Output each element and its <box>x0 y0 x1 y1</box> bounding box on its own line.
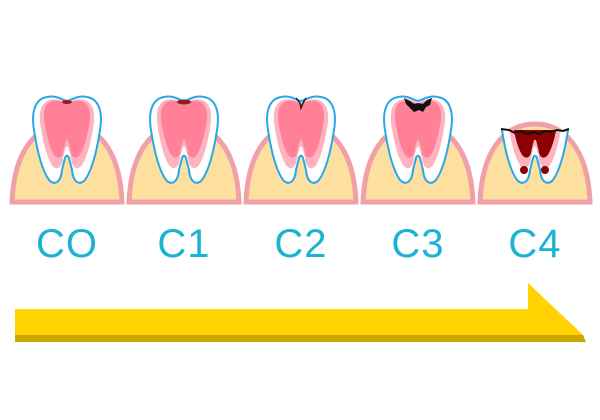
tooth-stage-c1 <box>129 97 239 202</box>
decay-spot <box>177 99 191 105</box>
decay-spot <box>62 100 72 104</box>
decay-crack <box>295 97 307 111</box>
tooth-stage-c3 <box>363 97 473 202</box>
stage-label-c3: C3 <box>391 222 445 266</box>
stage-label-c4: C4 <box>508 222 562 266</box>
stage-label-c1: C1 <box>157 222 211 266</box>
stage-label-co: CO <box>36 222 98 266</box>
tooth-stage-co <box>12 97 122 202</box>
tooth-stage-c2 <box>246 97 356 202</box>
stage-label-c2: C2 <box>274 222 328 266</box>
tooth-stage-c4 <box>480 97 590 202</box>
decay-cavity <box>404 98 432 112</box>
progression-arrow <box>15 283 586 342</box>
broken-crown-edge <box>500 128 570 136</box>
